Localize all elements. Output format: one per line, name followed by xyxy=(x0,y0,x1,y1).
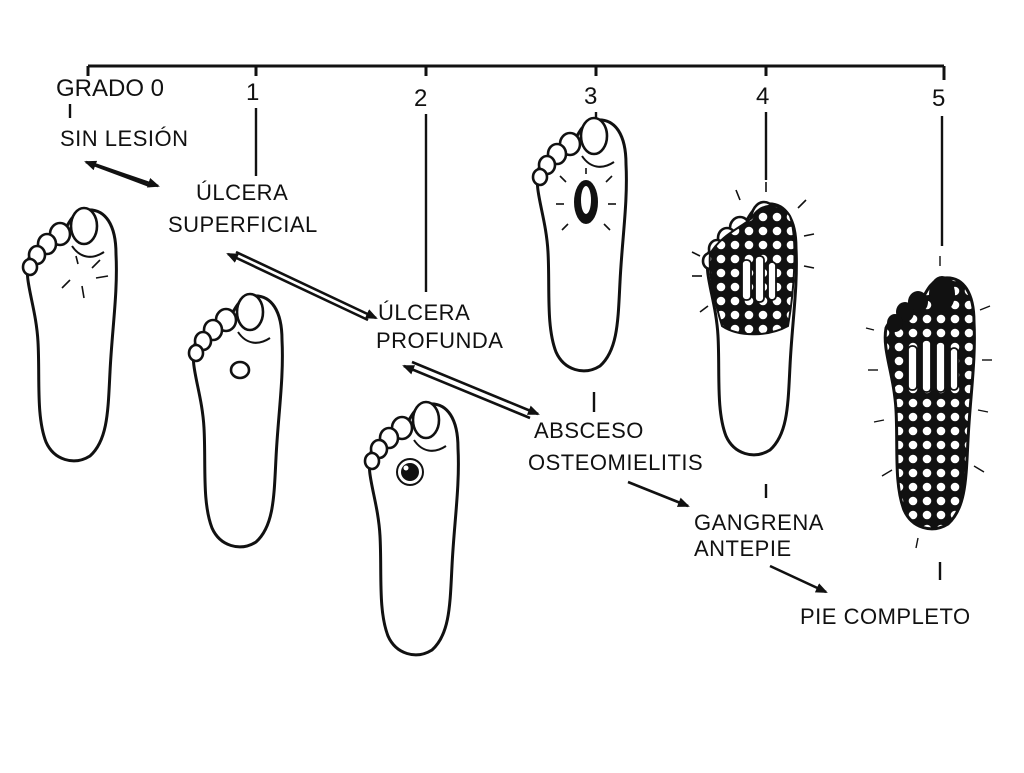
progression-arrows xyxy=(84,160,828,594)
gangrene-halo-icon xyxy=(691,182,815,313)
necrotic-bones-icon xyxy=(907,339,959,393)
grade-scale-bar xyxy=(86,64,946,80)
grade-label-4: 4 xyxy=(756,83,769,110)
stage-label-4-line-1: GANGRENA xyxy=(694,510,824,535)
grade-label-0: GRADO 0 xyxy=(56,75,164,102)
superficial-ulcer-icon xyxy=(229,360,251,380)
callus-mark-icon xyxy=(61,255,109,299)
stage-label-1-line-1: ÚLCERA xyxy=(196,180,288,205)
stage-label-4-line-2: ANTEPIE xyxy=(694,536,792,561)
foot-grade-3-icon xyxy=(531,116,628,373)
exposed-bones-icon xyxy=(741,255,777,303)
foot-grade-0-icon xyxy=(21,206,118,463)
stage-label-1-line-2: SUPERFICIAL xyxy=(168,212,318,237)
grade-label-1: 1 xyxy=(246,79,259,106)
stage-label-2-line-2: PROFUNDA xyxy=(376,328,503,353)
foot-grade-5-icon xyxy=(865,256,992,549)
grade-label-2: 2 xyxy=(414,85,427,112)
deep-ulcer-icon xyxy=(396,458,424,486)
foot-grade-2-icon xyxy=(363,400,460,657)
stage-label-2-line-1: ÚLCERA xyxy=(378,300,470,325)
grade-label-5: 5 xyxy=(932,85,945,112)
stage-label-3-line-2: OSTEOMIELITIS xyxy=(528,450,703,475)
stage-label-0-line-1: SIN LESIÓN xyxy=(60,126,188,151)
gangrene-halo-icon-5 xyxy=(865,256,992,549)
forefoot-gangrene-icon xyxy=(708,204,796,336)
stage-label-5-line-1: PIE COMPLETO xyxy=(800,604,971,629)
grade-leader-lines xyxy=(68,104,944,580)
foot-grade-1-icon xyxy=(187,292,284,549)
foot-grade-4-icon xyxy=(691,182,815,457)
stage-label-3-line-1: ABSCESO xyxy=(534,418,644,443)
grade-label-3: 3 xyxy=(584,83,597,110)
abscess-icon xyxy=(556,168,616,231)
